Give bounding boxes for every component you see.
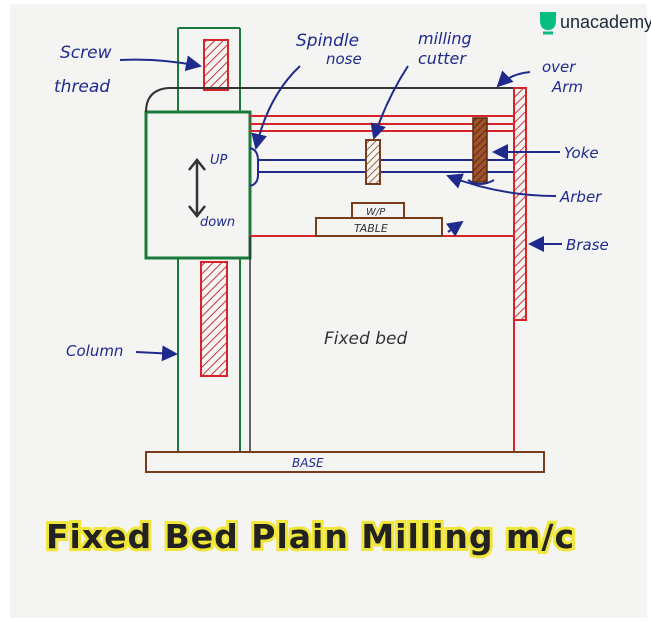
label-milling: milling [418, 29, 472, 48]
unacademy-wordmark: unacademy [560, 12, 651, 32]
milling-cutter [366, 140, 380, 184]
label-over: over [542, 58, 576, 76]
label-column: Column [66, 342, 123, 360]
label-brase: Brase [566, 236, 609, 254]
label-base: BASE [292, 456, 324, 470]
label-down: down [200, 215, 235, 230]
label-wp: W/P [366, 207, 386, 218]
label-thread: thread [54, 77, 110, 97]
screw-thread-upper [204, 40, 228, 90]
unacademy-logo-icon [540, 12, 556, 30]
yoke [468, 118, 494, 184]
label-arm: Arm [551, 78, 583, 96]
brace [514, 88, 526, 320]
screw-thread-lower [201, 262, 227, 376]
label-nose: nose [326, 50, 362, 68]
label-cutter: cutter [418, 49, 467, 68]
label-table: TABLE [354, 222, 388, 235]
label-up: UP [210, 153, 228, 168]
label-screw: Screw [60, 43, 112, 63]
unacademy-logo: unacademy [540, 12, 651, 33]
label-arber: Arber [559, 188, 602, 206]
base [146, 452, 544, 472]
label-fixed-bed: Fixed bed [324, 329, 407, 349]
label-yoke: Yoke [564, 144, 599, 162]
diagram-title: Fixed Bed Plain Milling m/c [46, 517, 575, 556]
label-spindle: Spindle [296, 31, 359, 51]
